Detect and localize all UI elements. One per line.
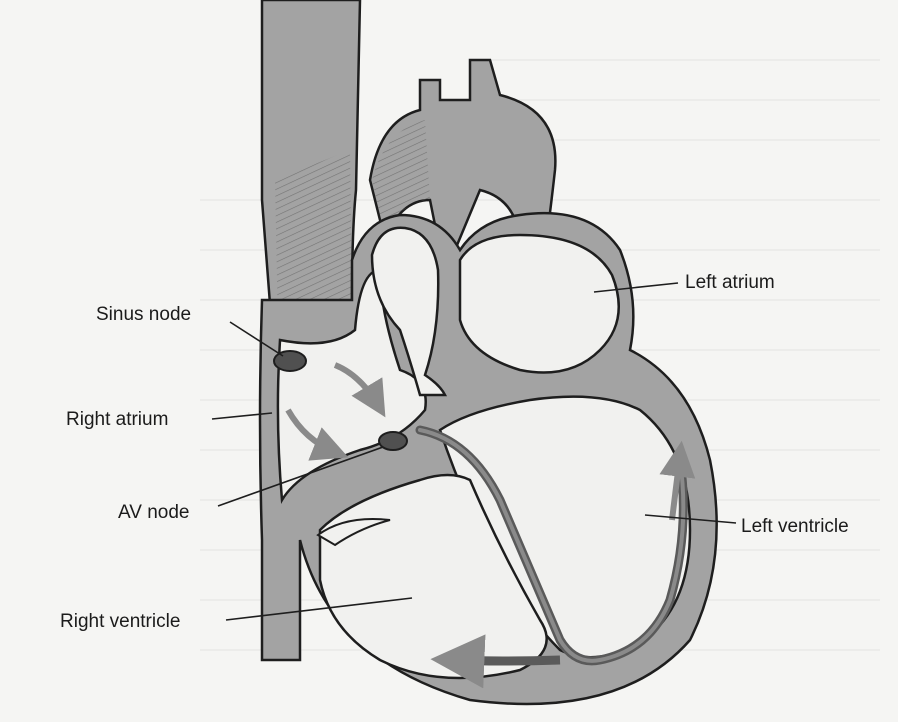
av-node bbox=[379, 432, 407, 450]
label-right-atrium: Right atrium bbox=[66, 409, 168, 430]
label-sinus-node: Sinus node bbox=[96, 304, 191, 325]
conduction-arrow-bottom bbox=[452, 660, 560, 661]
label-left-atrium: Left atrium bbox=[685, 272, 775, 293]
label-right-ventricle: Right ventricle bbox=[60, 611, 180, 632]
left-atrium-chamber bbox=[460, 235, 619, 373]
label-left-ventricle: Left ventricle bbox=[741, 516, 849, 537]
label-av-node: AV node bbox=[118, 502, 189, 523]
